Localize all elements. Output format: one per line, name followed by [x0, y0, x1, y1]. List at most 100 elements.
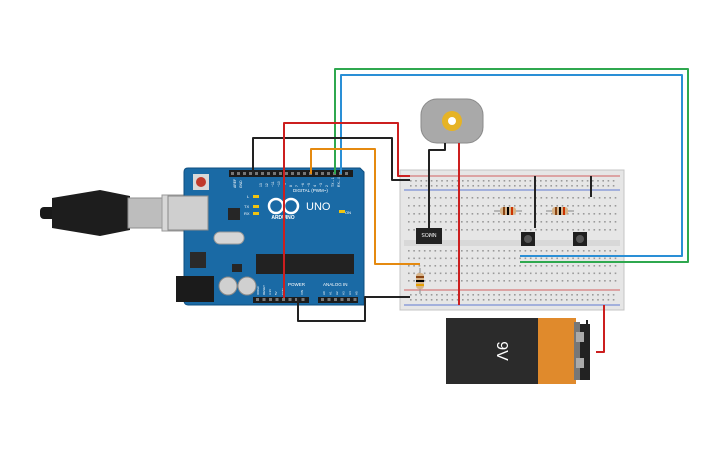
analog-pin-label: A3: [342, 291, 346, 295]
breadboard-hole: [436, 185, 438, 187]
wire-black-gnd-top: [252, 137, 410, 181]
breadboard-hole: [524, 185, 526, 187]
breadboard-hole: [471, 205, 474, 207]
breadboard-hole: [545, 229, 548, 231]
breadboard-hole: [540, 213, 543, 215]
breadboard-hole: [571, 185, 573, 187]
breadboard-hole: [604, 205, 606, 207]
breadboard-hole: [545, 299, 547, 301]
breadboard-hole: [576, 185, 578, 187]
breadboard-hole: [514, 299, 516, 301]
breadboard-hole: [556, 197, 558, 199]
breadboard-hole: [503, 197, 505, 199]
breadboard-hole: [441, 294, 443, 296]
breadboard-hole: [577, 197, 580, 199]
breadboard-hole: [614, 205, 617, 207]
breadboard-hole: [498, 257, 500, 260]
breadboard-hole: [592, 180, 594, 182]
breadboard-hole: [508, 280, 511, 282]
header-pin: [327, 172, 330, 175]
breadboard-hole: [577, 250, 580, 252]
breadboard-hole: [503, 229, 505, 231]
breadboard-hole: [514, 280, 516, 282]
breadboard-hole: [445, 250, 447, 252]
breadboard-hole: [423, 205, 426, 207]
breadboard-hole: [567, 272, 569, 275]
breadboard-hole: [577, 280, 580, 282]
breadboard-hole: [476, 272, 479, 275]
header-pin: [256, 298, 259, 301]
breadboard-hole: [614, 250, 617, 252]
breadboard-hole: [609, 221, 611, 223]
pushbutton-2: [573, 232, 587, 246]
breadboard-hole: [609, 257, 611, 260]
breadboard-hole: [493, 299, 495, 301]
breadboard-hole: [410, 299, 412, 301]
breadboard-hole: [524, 257, 527, 260]
breadboard-hole: [540, 180, 542, 182]
breadboard-hole: [461, 213, 463, 215]
breadboard-hole: [567, 265, 569, 267]
wires: [252, 68, 689, 379]
header-pin: [315, 172, 318, 175]
breadboard-hole: [582, 257, 585, 260]
breadboard-hole: [614, 272, 617, 275]
breadboard-hole: [508, 197, 511, 199]
label-rx: RX: [244, 211, 250, 216]
breadboard-hole: [593, 205, 596, 207]
breadboard-hole: [577, 213, 580, 215]
breadboard-hole: [482, 197, 484, 199]
header-pin: [288, 298, 292, 301]
breadboard-hole: [430, 299, 433, 301]
breadboard-hole: [487, 250, 490, 252]
breadboard-hole: [461, 250, 463, 252]
breadboard-hole: [455, 229, 458, 231]
breadboard-hole: [534, 294, 537, 296]
breadboard-hole: [451, 185, 454, 187]
breadboard-hole: [451, 180, 454, 182]
header-pin: [353, 298, 357, 301]
breadboard-hole: [609, 205, 611, 207]
pushbutton-1: [521, 232, 535, 246]
breadboard-hole: [487, 229, 490, 231]
breadboard-hole: [461, 229, 463, 231]
breadboard-hole: [582, 250, 585, 252]
breadboard-hole: [508, 257, 511, 260]
breadboard-hole: [614, 213, 617, 215]
breadboard-hole: [482, 299, 485, 301]
breadboard-hole: [602, 299, 604, 301]
header-pin: [301, 298, 305, 301]
breadboard-hole: [572, 257, 574, 260]
breadboard-hole: [572, 213, 574, 215]
breadboard-hole: [567, 197, 569, 199]
breadboard-hole: [592, 294, 594, 296]
breadboard-hole: [524, 250, 527, 252]
breadboard-hole: [561, 205, 564, 207]
breadboard-hole: [545, 250, 548, 252]
breadboard-hole: [598, 250, 601, 252]
breadboard-hole: [466, 197, 468, 199]
breadboard-hole: [462, 299, 464, 301]
breadboard-hole: [498, 221, 500, 223]
breadboard-hole: [535, 265, 537, 267]
breadboard-hole: [487, 257, 490, 260]
breadboard-hole: [418, 265, 421, 267]
breadboard-hole: [477, 180, 480, 182]
breadboard-hole: [612, 180, 615, 182]
breadboard-hole: [593, 280, 596, 282]
breadboard-hole: [529, 272, 532, 275]
breadboard-hole: [471, 272, 474, 275]
breadboard-hole: [455, 197, 458, 199]
breadboard-hole: [582, 213, 585, 215]
breadboard-hole: [604, 197, 606, 199]
breadboard-hole: [455, 272, 458, 275]
breadboard-hole: [614, 280, 617, 282]
breadboard-hole: [519, 250, 521, 252]
breadboard-hole: [561, 197, 564, 199]
wire-orange-pwm: [310, 148, 420, 265]
breadboard-hole: [477, 294, 480, 296]
breadboard-hole: [429, 272, 431, 275]
breadboard-hole: [508, 229, 511, 231]
breadboard-hole: [434, 250, 437, 252]
